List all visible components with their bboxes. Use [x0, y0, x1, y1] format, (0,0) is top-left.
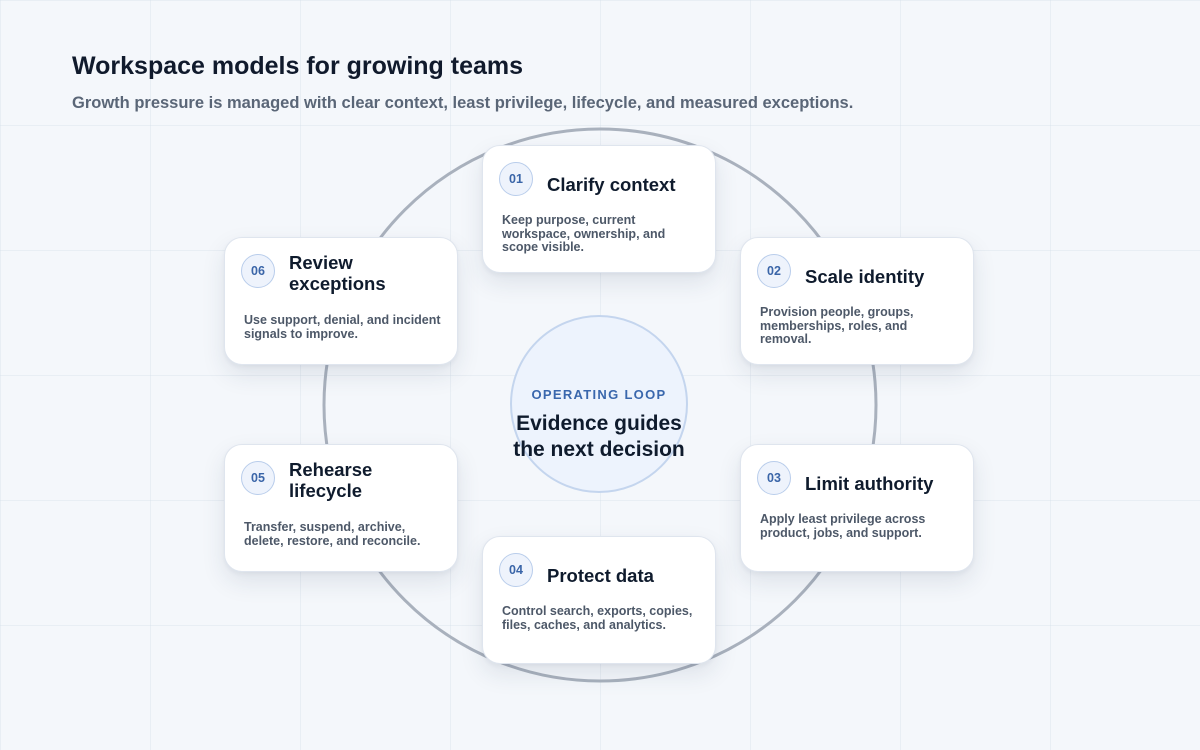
- step-number-badge: 03: [757, 461, 791, 495]
- step-number-badge: 02: [757, 254, 791, 288]
- step-title: Clarify context: [547, 174, 676, 195]
- step-number-badge: 01: [499, 162, 533, 196]
- loop-ring-circle: [322, 127, 878, 683]
- step-number-badge: 04: [499, 553, 533, 587]
- step-number-badge: 06: [241, 254, 275, 288]
- page-subtitle: Growth pressure is managed with clear co…: [72, 94, 854, 112]
- step-description: Transfer, suspend, archive, delete, rest…: [244, 520, 421, 548]
- step-description: Use support, denial, and incident signal…: [244, 313, 441, 341]
- step-number-badge: 05: [241, 461, 275, 495]
- step-title: Protect data: [547, 565, 654, 586]
- step-description: Provision people, groups, memberships, r…: [760, 305, 914, 346]
- step-description: Apply least privilege across product, jo…: [760, 512, 926, 540]
- step-title: Rehearse lifecycle: [289, 459, 373, 501]
- step-card-clarify-context: 01 Clarify context Keep purpose, current…: [482, 145, 716, 273]
- hub-statement: Evidence guides the next decision: [513, 412, 685, 461]
- step-title: Review exceptions: [289, 252, 386, 294]
- step-description: Control search, exports, copies, files, …: [502, 604, 693, 632]
- step-card-review-exceptions: 06 Review exceptions Use support, denial…: [224, 237, 458, 365]
- step-description: Keep purpose, current workspace, ownersh…: [502, 213, 666, 254]
- operating-loop-hub: OPERATING LOOP Evidence guides the next …: [510, 315, 688, 493]
- hub-kicker: OPERATING LOOP: [531, 387, 667, 402]
- step-card-protect-data: 04 Protect data Control search, exports,…: [482, 536, 716, 664]
- step-title: Scale identity: [805, 266, 925, 287]
- step-card-limit-authority: 03 Limit authority Apply least privilege…: [740, 444, 974, 572]
- step-title: Limit authority: [805, 473, 934, 494]
- step-card-scale-identity: 02 Scale identity Provision people, grou…: [740, 237, 974, 365]
- step-card-rehearse-lifecycle: 05 Rehearse lifecycle Transfer, suspend,…: [224, 444, 458, 572]
- page-title: Workspace models for growing teams: [72, 52, 524, 80]
